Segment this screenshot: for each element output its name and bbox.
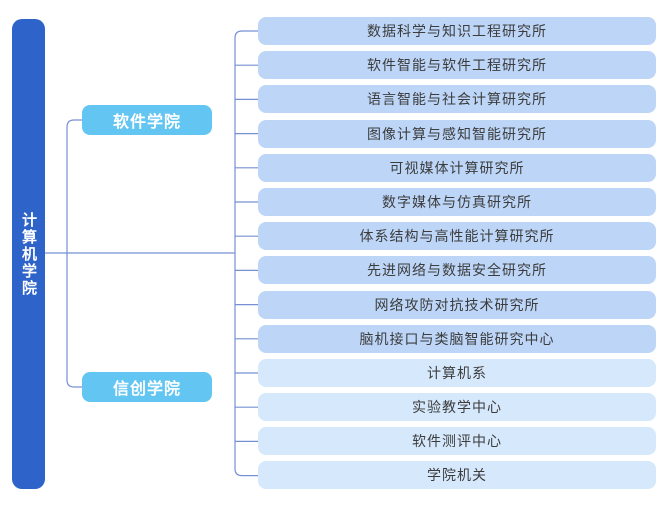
unit-box: 实验教学中心 xyxy=(258,393,656,422)
root-node-computer-school: 计算机学院 xyxy=(12,19,45,489)
unit-box: 体系结构与高性能计算研究所 xyxy=(258,222,656,251)
unit-box: 软件测评中心 xyxy=(258,427,656,456)
branch-bracket xyxy=(66,119,82,388)
unit-box: 学院机关 xyxy=(258,461,656,490)
unit-box: 数字媒体与仿真研究所 xyxy=(258,187,656,216)
unit-stubs xyxy=(235,64,258,442)
unit-list: 数据科学与知识工程研究所 软件智能与软件工程研究所 语言智能与社会计算研究所 图… xyxy=(258,17,656,490)
branch-node-software-school: 软件学院 xyxy=(82,105,212,135)
branch-node-xinchuang-school: 信创学院 xyxy=(82,372,212,402)
unit-box: 可视媒体计算研究所 xyxy=(258,153,656,182)
unit-box: 语言智能与社会计算研究所 xyxy=(258,85,656,114)
unit-box: 数据科学与知识工程研究所 xyxy=(258,17,656,45)
unit-box: 计算机系 xyxy=(258,358,656,387)
unit-box: 图像计算与感知智能研究所 xyxy=(258,119,656,148)
unit-box: 脑机接口与类脑智能研究中心 xyxy=(258,324,656,353)
unit-box: 网络攻防对抗技术研究所 xyxy=(258,290,656,319)
unit-trunk xyxy=(234,30,258,477)
unit-box: 先进网络与数据安全研究所 xyxy=(258,256,656,285)
unit-box: 软件智能与软件工程研究所 xyxy=(258,51,656,80)
